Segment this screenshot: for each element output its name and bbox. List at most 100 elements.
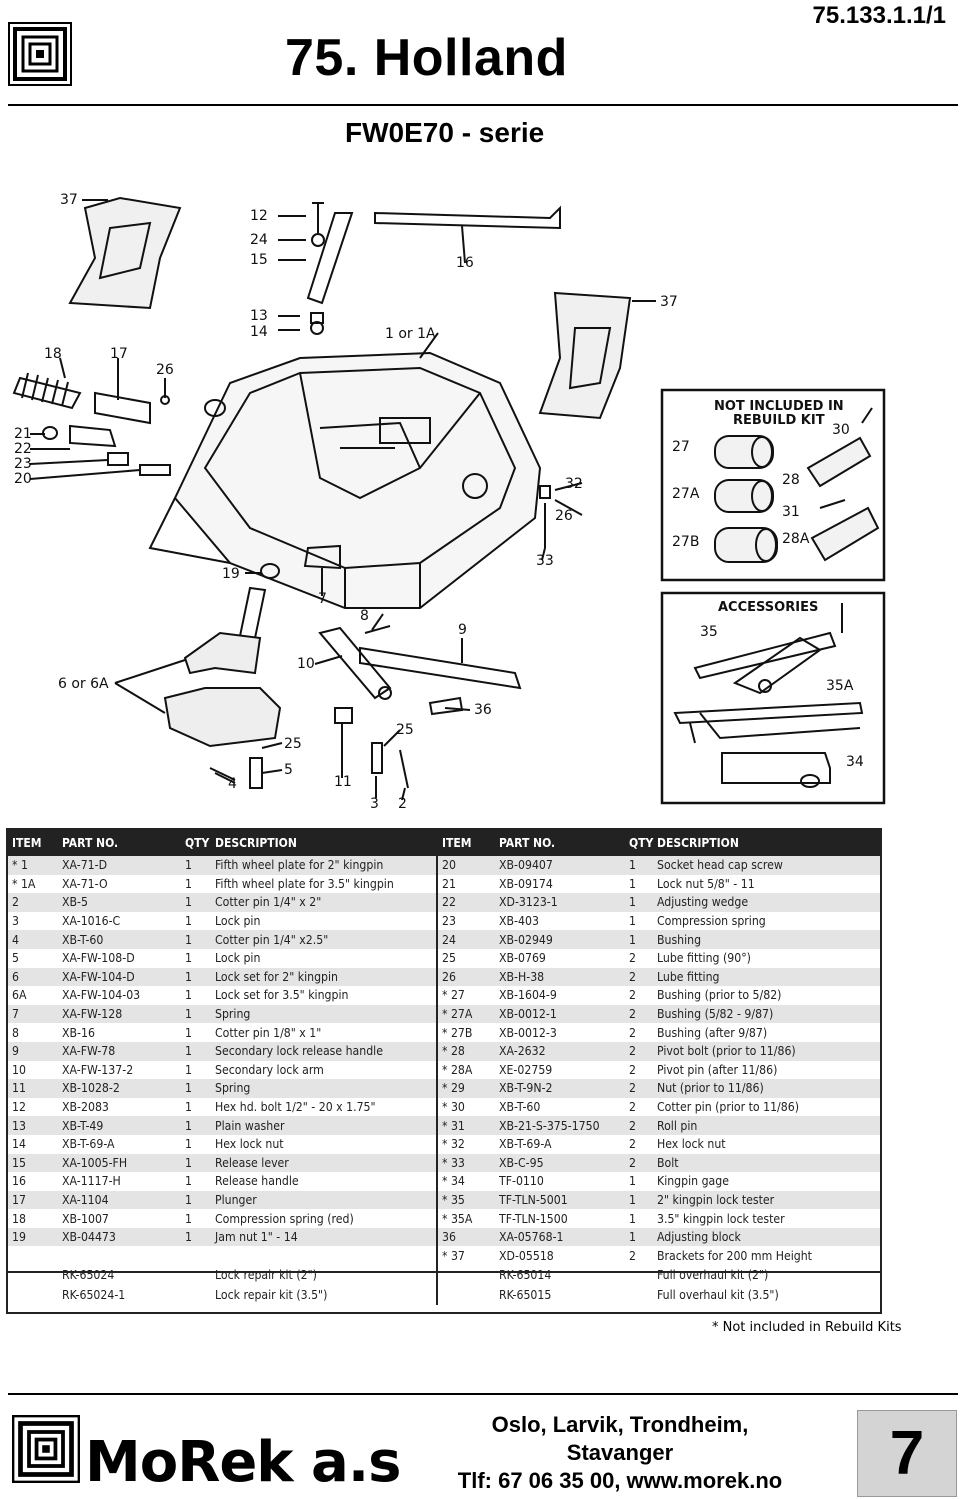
cell-qty: 2 — [629, 1062, 636, 1077]
cell-item: * 32 — [436, 1134, 495, 1154]
kit-description: Lock repair kit (2") — [215, 1268, 317, 1283]
cell-description: Cotter pin 1/4" x 2" — [211, 893, 437, 912]
cell-qty: 1 — [185, 1025, 192, 1040]
cell-description — [211, 1246, 437, 1265]
cell-description: Fifth wheel plate for 3.5" kingpin — [215, 876, 394, 891]
svg-text:31: 31 — [782, 504, 800, 520]
cell-qty: 2 — [629, 1100, 636, 1115]
cell-part-no: XA-1104 — [58, 1190, 181, 1210]
cell-part-no: XB-16 — [62, 1025, 95, 1040]
cell-part-no: XB-09174 — [499, 876, 553, 891]
page-reference: 75.133.1.1/1 — [812, 2, 946, 29]
cell-item: 7 — [8, 1004, 58, 1024]
svg-text:19: 19 — [222, 566, 240, 582]
cell-item: 16 — [12, 1174, 26, 1189]
kit-spacer — [181, 1285, 211, 1305]
cell-item: 5 — [12, 951, 19, 966]
cell-description: Bushing — [653, 930, 882, 949]
rebuild-box-title-1: NOT INCLUDED IN — [714, 399, 844, 414]
svg-text:26: 26 — [156, 362, 174, 378]
svg-text:27: 27 — [672, 439, 690, 455]
cell-description: Release handle — [215, 1174, 299, 1189]
cell-description: Bushing (after 9/87) — [657, 1025, 768, 1040]
svg-text:28A: 28A — [782, 531, 810, 547]
cell-part-no: XB-T-9N-2 — [495, 1079, 625, 1098]
svg-text:10: 10 — [297, 656, 315, 672]
cell-item: * 34 — [436, 1172, 495, 1191]
kit-description: Full overhaul kit (3.5") — [657, 1288, 779, 1303]
table-header-row: ITEM PART NO. QTY DESCRIPTION ITEM PART … — [8, 830, 882, 856]
cell-item: 2 — [8, 893, 58, 912]
cell-item: * 31 — [436, 1116, 495, 1135]
cell-qty: 1 — [625, 930, 653, 949]
cell-item: * 35 — [436, 1190, 495, 1210]
cell-part-no: TF-0110 — [499, 1174, 544, 1189]
cell-item: 4 — [8, 930, 58, 949]
cell-qty: 1 — [185, 988, 192, 1003]
svg-text:13: 13 — [250, 308, 268, 324]
cell-part-no: XB-09407 — [495, 856, 625, 875]
svg-text:1 or 1A: 1 or 1A — [385, 326, 436, 342]
cell-part-no: XA-1005-FH — [58, 1153, 181, 1173]
cell-item: 6 — [8, 967, 58, 987]
svg-text:4: 4 — [228, 776, 237, 792]
cell-qty: 1 — [185, 876, 192, 891]
svg-text:25: 25 — [284, 736, 302, 752]
cell-description: 3.5" kingpin lock tester — [657, 1211, 785, 1226]
cell-qty: 1 — [629, 1174, 636, 1189]
cell-qty: 1 — [181, 1041, 211, 1061]
cell-item: 21 — [436, 874, 495, 894]
exploded-parts-diagram: 37 12 24 15 16 13 14 1 or 1A 37 18 17 26… — [12, 192, 886, 812]
kit-description: Lock repair kit (3.5") — [215, 1288, 328, 1303]
page-title: 75. Holland — [285, 29, 568, 87]
cell-item: * 33 — [436, 1153, 495, 1173]
cell-qty — [181, 1246, 211, 1265]
cell-item: * 28 — [436, 1041, 495, 1061]
company-logo-icon — [12, 1415, 80, 1483]
cell-qty: 1 — [181, 856, 211, 875]
cell-qty: 1 — [181, 1190, 211, 1210]
cell-item: * 1A — [12, 876, 36, 891]
cell-part-no: XB-2083 — [62, 1100, 109, 1115]
cell-qty: 1 — [625, 1190, 653, 1210]
cell-qty: 2 — [625, 1041, 653, 1061]
cell-part-no: XB-0769 — [499, 951, 546, 966]
kit-spacer — [436, 1265, 495, 1286]
cell-item: * 27 — [436, 986, 495, 1005]
cell-description: Plunger — [211, 1190, 437, 1210]
footer-divider — [8, 1393, 958, 1395]
kit-spacer — [625, 1285, 653, 1305]
cell-description: Brackets for 200 mm Height — [657, 1248, 812, 1263]
cell-part-no: XB-T-60 — [58, 930, 181, 949]
cell-part-no: XA-05768-1 — [495, 1227, 625, 1247]
cell-item: 12 — [12, 1100, 26, 1115]
page-number: 7 — [857, 1410, 957, 1497]
cell-qty: 2 — [625, 1079, 653, 1098]
cell-item: 8 — [12, 1025, 19, 1040]
cell-qty: 1 — [629, 1211, 636, 1226]
cell-qty: 2 — [625, 1153, 653, 1173]
table-footnote: * Not included in Rebuild Kits — [712, 1320, 902, 1335]
cell-part-no: XB-1007 — [62, 1211, 109, 1226]
contact-info: Oslo, Larvik, Trondheim, Stavanger Tlf: … — [440, 1411, 800, 1495]
header-qty: QTY — [625, 830, 653, 856]
cell-item: 36 — [436, 1227, 495, 1247]
cell-item: 15 — [8, 1153, 58, 1173]
kit-spacer — [181, 1265, 211, 1285]
cell-part-no: XB-5 — [58, 893, 181, 912]
parts-table: ITEM PART NO. QTY DESCRIPTION ITEM PART … — [8, 830, 882, 1306]
cell-item: 26 — [436, 967, 495, 987]
cell-part-no — [58, 1246, 181, 1265]
svg-text:16: 16 — [456, 255, 474, 271]
header-item: ITEM — [8, 830, 58, 856]
cell-part-no: XB-1604-9 — [499, 988, 557, 1003]
cell-qty: 1 — [181, 1079, 211, 1098]
